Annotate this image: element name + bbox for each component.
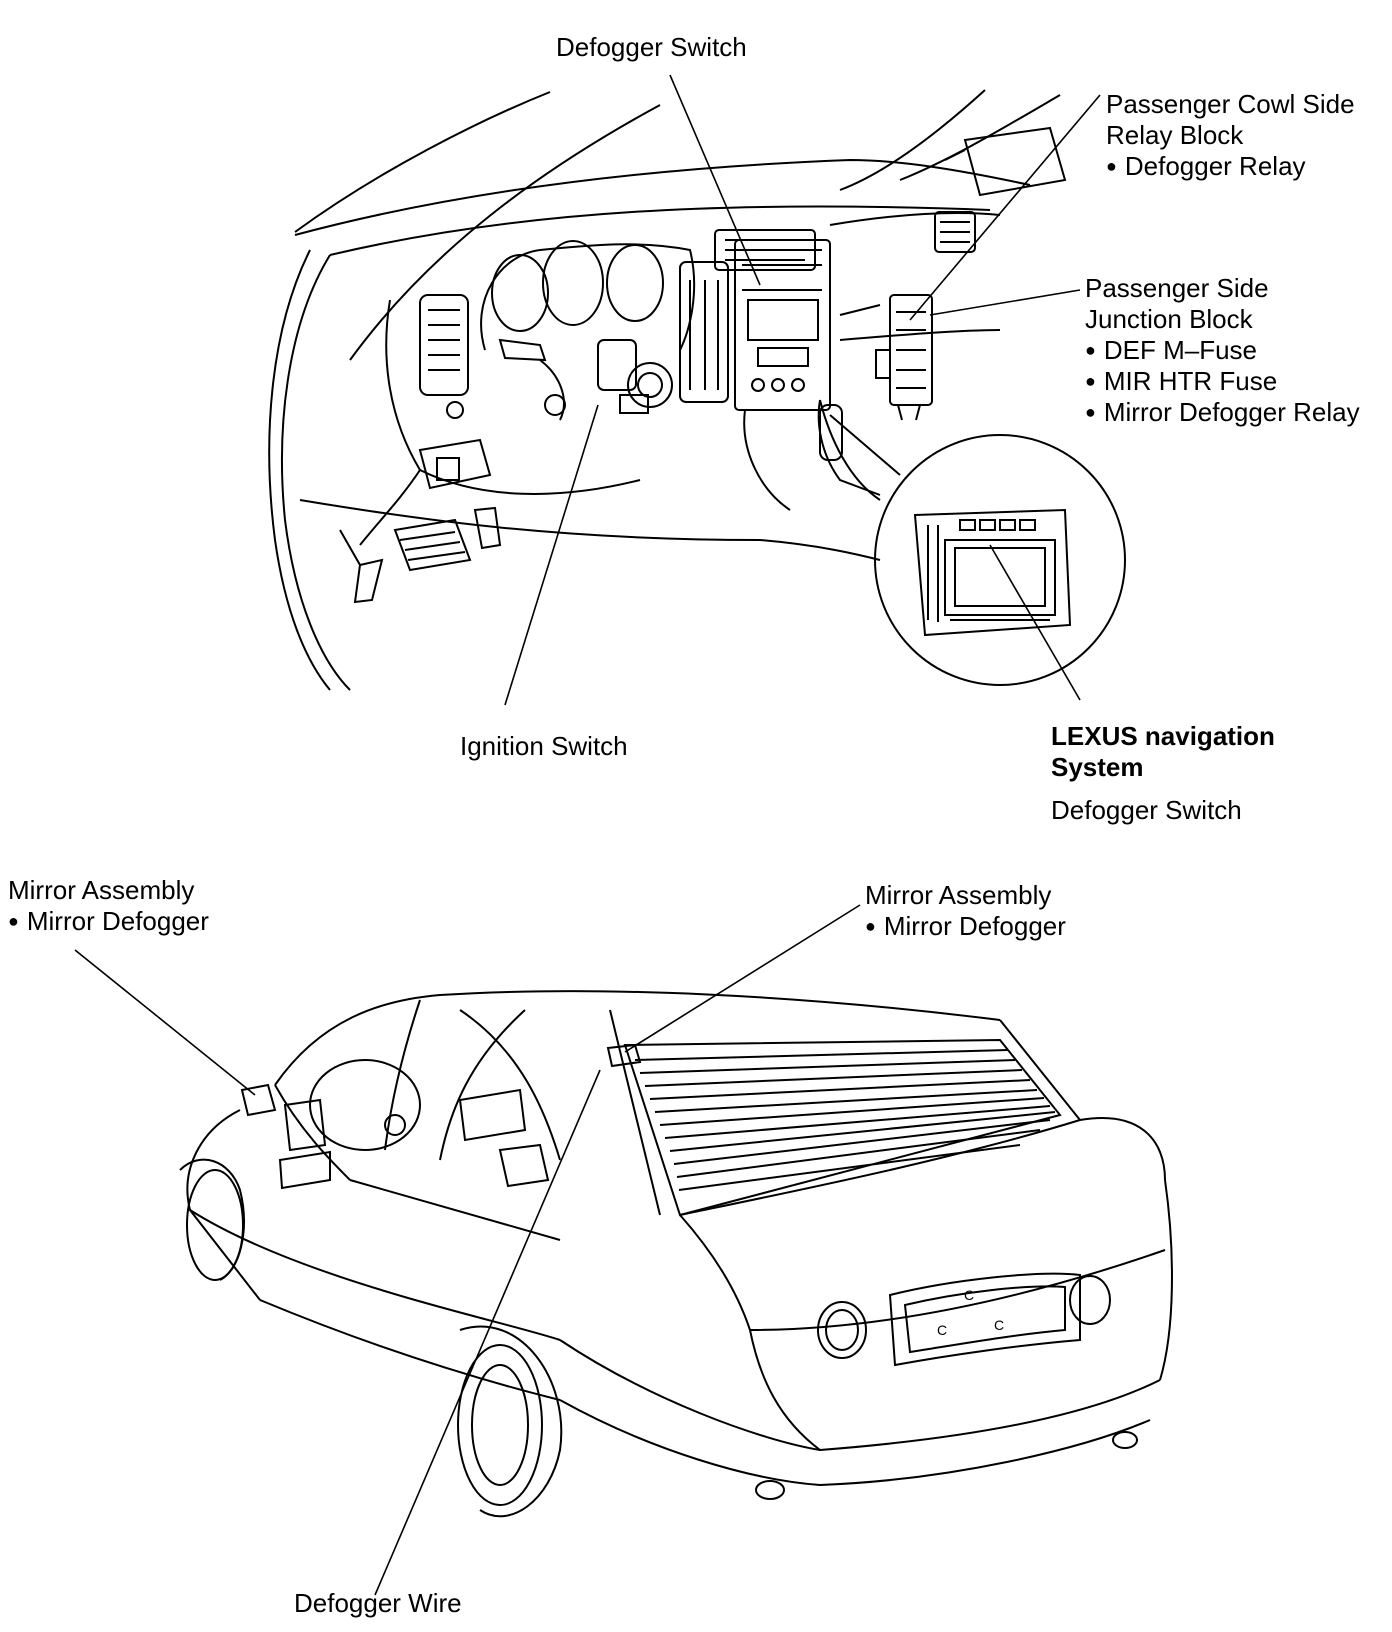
plate-mark-right: C <box>994 1317 1004 1333</box>
car-illustration <box>179 990 1173 1518</box>
nav-system-sub: Defogger Switch <box>1051 795 1242 825</box>
mirror-left-item: Mirror Defogger <box>8 906 209 937</box>
junction-block-line2: Junction Block <box>1085 304 1253 334</box>
label-cowl-relay-block: Passenger Cowl Side Relay Block Defogger… <box>1106 89 1355 182</box>
nav-system-title2: System <box>1051 752 1144 782</box>
plate-mark-left: C <box>937 1322 947 1338</box>
mirror-right-item: Mirror Defogger <box>865 911 1066 942</box>
cowl-relay-line2: Relay Block <box>1106 120 1244 150</box>
navigation-unit-inset <box>829 414 1126 686</box>
plate-mark-top: C <box>964 1287 974 1303</box>
cowl-relay-item-defogger-relay: Defogger Relay <box>1106 151 1355 182</box>
leader-lines-top <box>504 74 1101 706</box>
mirror-right-line1: Mirror Assembly <box>865 880 1052 910</box>
junction-block-item-def-m-fuse: DEF M–Fuse <box>1085 335 1360 366</box>
label-mirror-assembly-right: Mirror Assembly Mirror Defogger <box>865 880 1066 942</box>
cowl-relay-line1: Passenger Cowl Side <box>1106 89 1355 119</box>
junction-block-item-mirror-defogger-relay: Mirror Defogger Relay <box>1085 397 1360 428</box>
label-defogger-switch-top: Defogger Switch <box>556 32 747 62</box>
dashboard-illustration <box>268 89 1067 691</box>
label-defogger-wire: Defogger Wire <box>294 1588 462 1618</box>
nav-system-title1: LEXUS navigation <box>1051 721 1275 751</box>
mirror-left-line1: Mirror Assembly <box>8 875 195 905</box>
junction-block-item-mir-htr-fuse: MIR HTR Fuse <box>1085 366 1360 397</box>
label-nav-system: LEXUS navigation System Defogger Switch <box>1051 721 1275 826</box>
leader-lines-bottom <box>74 904 861 1596</box>
label-ignition-switch: Ignition Switch <box>460 731 628 761</box>
label-junction-block: Passenger Side Junction Block DEF M–Fuse… <box>1085 273 1360 428</box>
label-mirror-assembly-left: Mirror Assembly Mirror Defogger <box>8 875 209 937</box>
junction-block-line1: Passenger Side <box>1085 273 1269 303</box>
